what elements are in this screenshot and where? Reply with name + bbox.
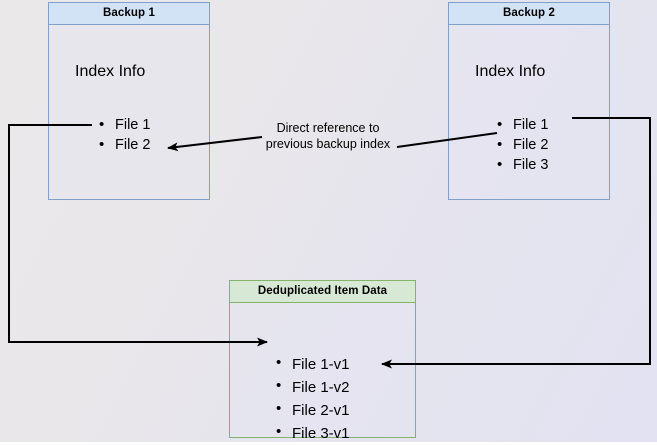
backup-2-box: Backup 2 Index Info File 1 File 2 File 3 bbox=[448, 2, 610, 200]
deduplicated-item-data-body: File 1-v1 File 1-v2 File 2-v1 File 3-v1 bbox=[230, 303, 415, 442]
deduplicated-item-data-header: Deduplicated Item Data bbox=[230, 281, 415, 303]
list-item: File 3 bbox=[497, 155, 548, 175]
list-item: File 1-v1 bbox=[276, 353, 350, 376]
direct-reference-caption: Direct reference to previous backup inde… bbox=[248, 120, 408, 152]
list-item: File 1 bbox=[497, 115, 548, 135]
list-item: File 2-v1 bbox=[276, 399, 350, 422]
caption-line-1: Direct reference to bbox=[276, 121, 380, 135]
backup-2-header: Backup 2 bbox=[449, 3, 609, 25]
list-item: File 1 bbox=[99, 115, 150, 135]
backup-1-body: Index Info File 1 File 2 bbox=[49, 25, 209, 199]
backup-1-box: Backup 1 Index Info File 1 File 2 bbox=[48, 2, 210, 200]
backup-1-index-info-label: Index Info bbox=[75, 63, 146, 80]
backup-1-header: Backup 1 bbox=[49, 3, 209, 25]
list-item: File 3-v1 bbox=[276, 422, 350, 445]
backup-2-index-info-label: Index Info bbox=[475, 63, 546, 80]
deduplicated-item-data-box: Deduplicated Item Data File 1-v1 File 1-… bbox=[229, 280, 416, 442]
backup-2-file-list: File 1 File 2 File 3 bbox=[497, 115, 548, 175]
backup-2-body: Index Info File 1 File 2 File 3 bbox=[449, 25, 609, 199]
deduplicated-file-list: File 1-v1 File 1-v2 File 2-v1 File 3-v1 bbox=[276, 353, 350, 445]
list-item: File 2 bbox=[99, 135, 150, 155]
list-item: File 2 bbox=[497, 135, 548, 155]
list-item: File 1-v2 bbox=[276, 376, 350, 399]
caption-line-2: previous backup index bbox=[265, 137, 391, 151]
backup-1-file-list: File 1 File 2 bbox=[99, 115, 150, 155]
